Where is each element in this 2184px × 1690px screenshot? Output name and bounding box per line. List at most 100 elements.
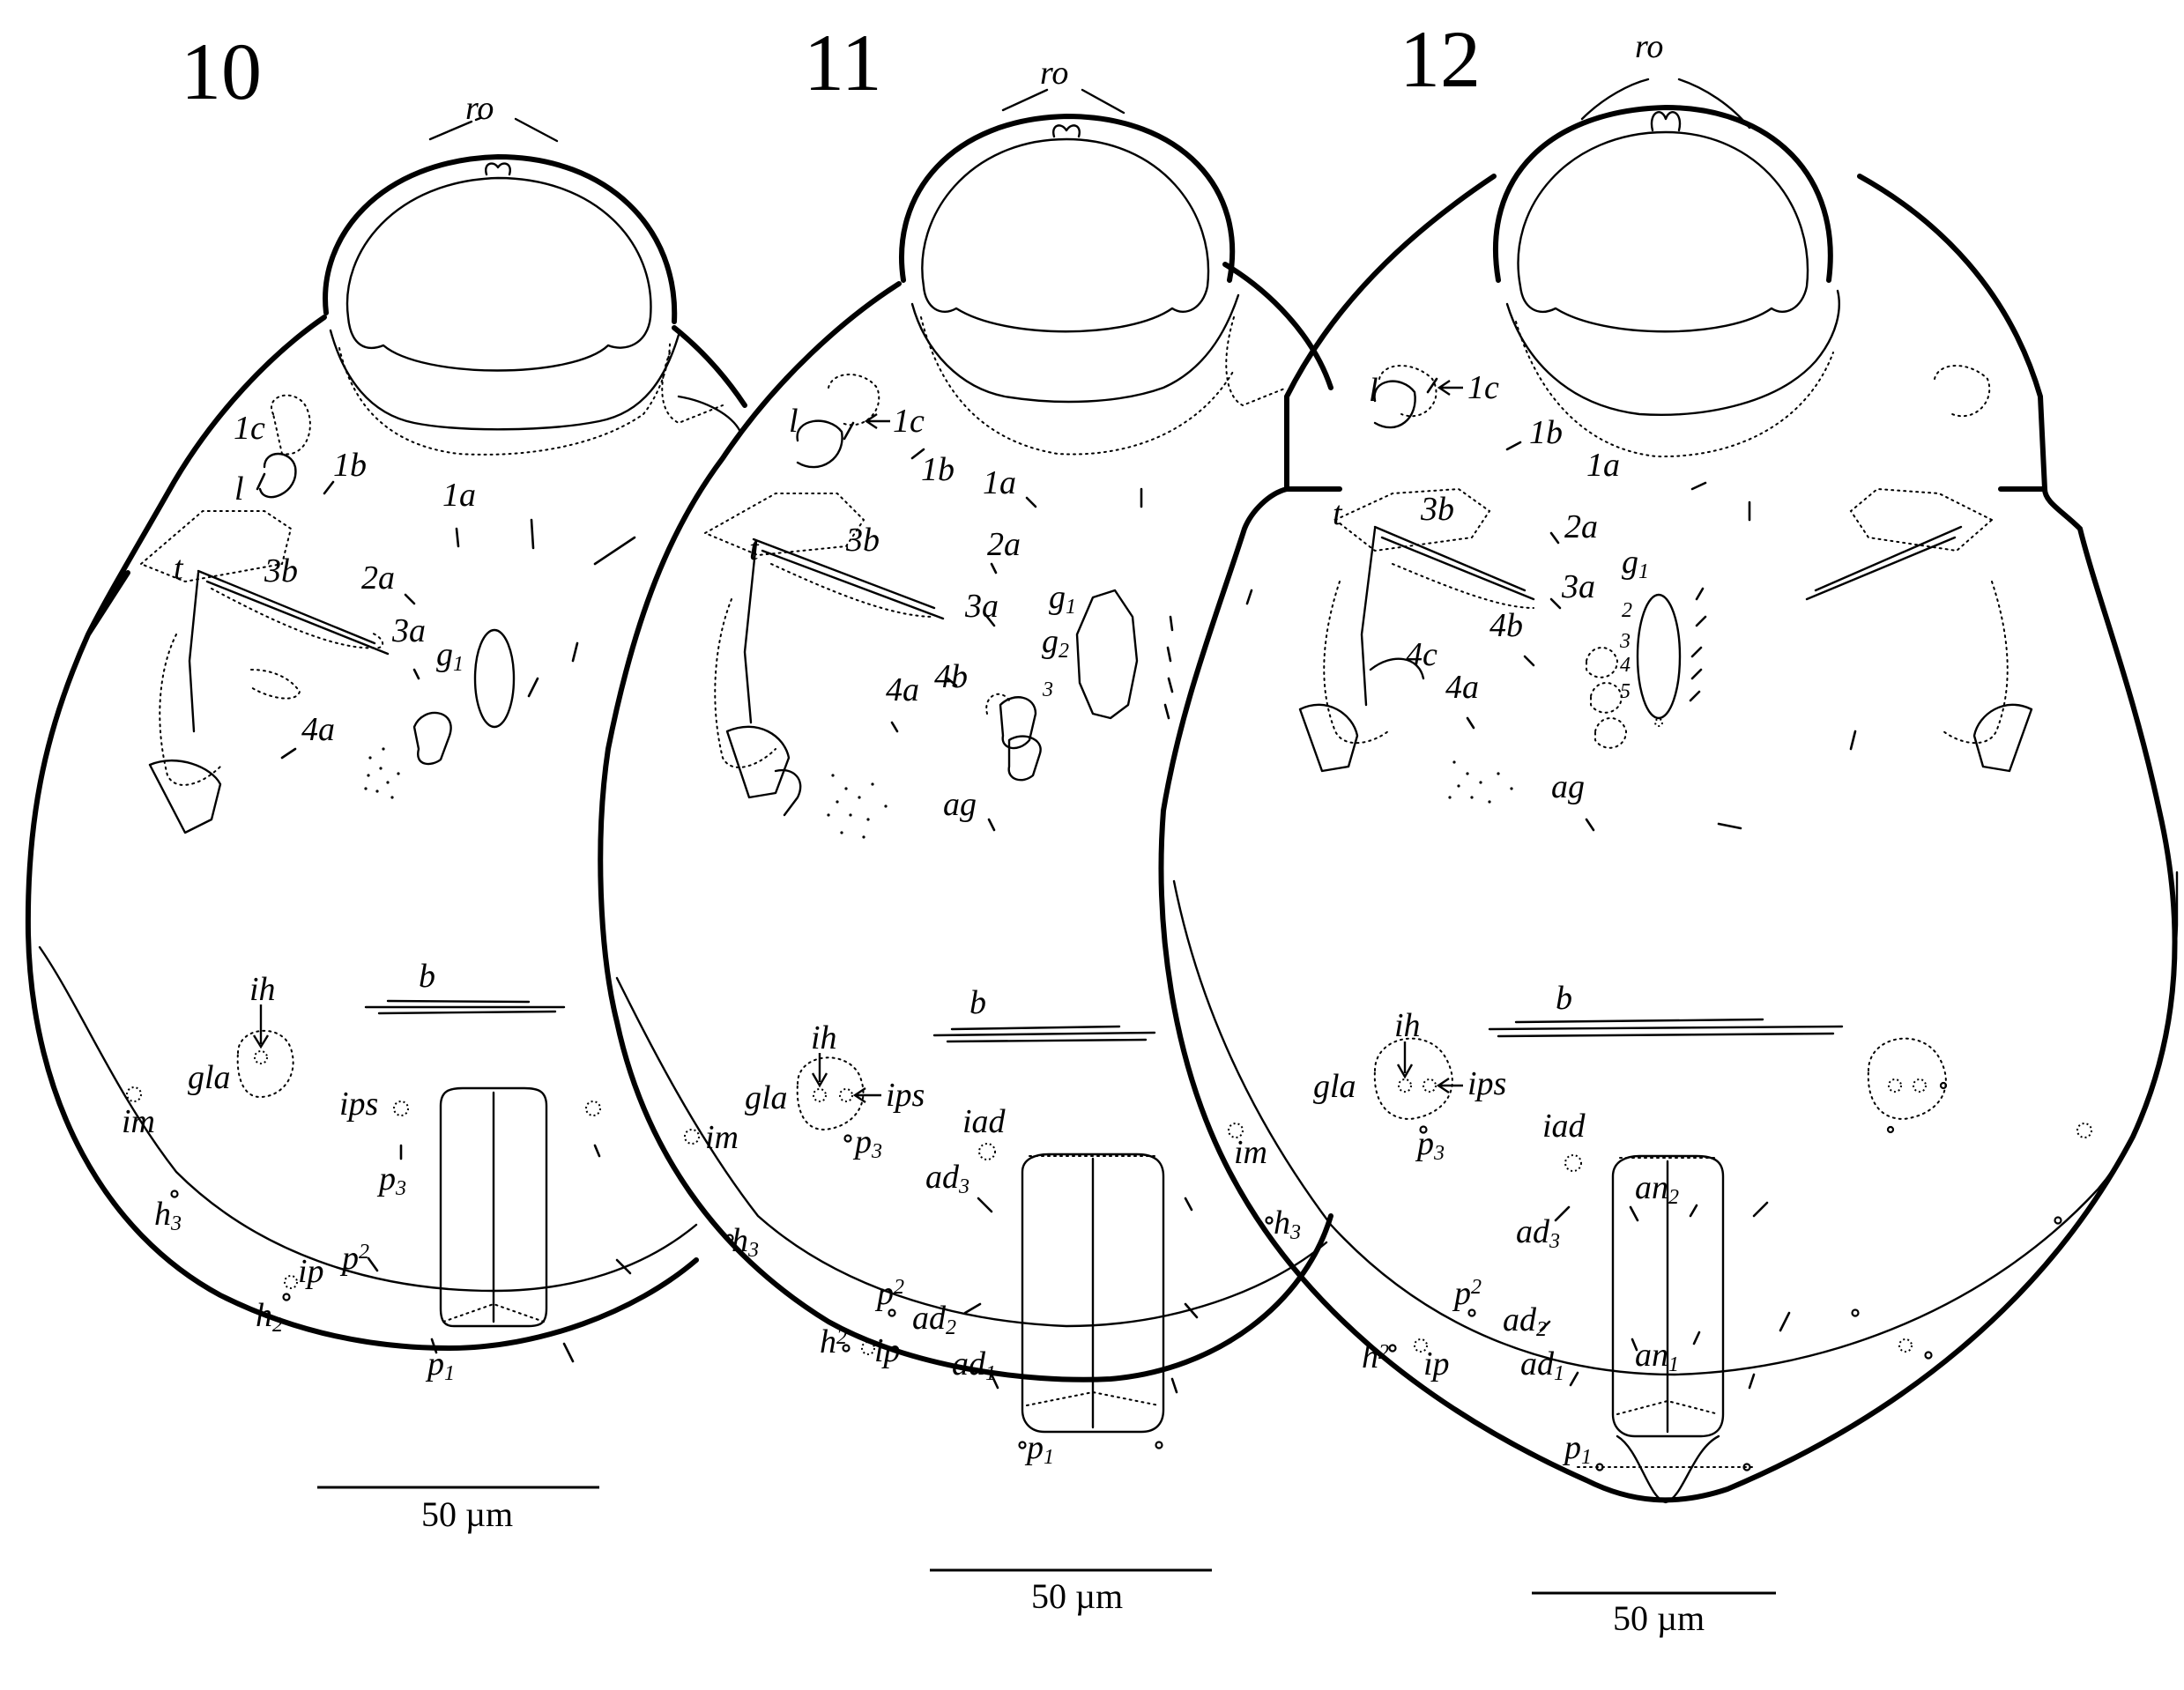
seta-1b	[1505, 441, 1522, 451]
seta-2a	[990, 562, 998, 574]
seta-3a	[1549, 597, 1562, 610]
pore-right-2	[1913, 1078, 1927, 1093]
genital-plate	[473, 628, 516, 729]
label-gla: gla	[188, 1059, 231, 1096]
seta-ad3-right	[1184, 1197, 1193, 1212]
label-p2: p2	[1452, 1275, 1482, 1312]
gnathosoma-inner	[345, 176, 652, 372]
seta-1a	[1025, 496, 1037, 508]
seta-p1-right	[562, 1342, 575, 1363]
label-h2: h2	[820, 1323, 847, 1360]
label-ip: ip	[874, 1332, 901, 1369]
gnathosoma-rim	[899, 113, 1236, 283]
pore-p1	[1018, 1441, 1027, 1449]
label-im: im	[122, 1103, 155, 1140]
label-g-number-2: 2	[1622, 599, 1632, 622]
pedotectum	[743, 540, 758, 724]
label-h3: h3	[732, 1222, 759, 1262]
preanal-dots	[827, 774, 888, 839]
arrow-ips	[852, 1087, 881, 1103]
label-ip: ip	[1423, 1345, 1450, 1382]
pore-iad	[978, 1143, 996, 1160]
seta-p2-right	[615, 1258, 632, 1275]
pore-p1-right	[1155, 1441, 1163, 1449]
rostral-seta-right	[1081, 88, 1125, 115]
label-an1: an1	[1635, 1337, 1679, 1376]
label-im: im	[705, 1119, 739, 1156]
seta-ad3	[977, 1197, 993, 1213]
epimere-III	[211, 588, 384, 649]
leg-I-insertion	[271, 394, 311, 456]
anal-plate-tips	[1616, 1399, 1720, 1415]
apodeme-right	[677, 395, 742, 434]
label-gla: gla	[745, 1079, 788, 1116]
seta-1a-right	[530, 518, 535, 550]
label-p2: p2	[874, 1275, 904, 1312]
pore-h3	[1265, 1216, 1274, 1225]
rostral-seta-left	[1001, 88, 1049, 112]
seta-4b	[1523, 655, 1535, 667]
seta-2a	[1549, 531, 1560, 545]
pore-ips	[393, 1101, 409, 1116]
label-1c: 1c	[893, 403, 925, 440]
pore-p3	[843, 1134, 852, 1143]
seta-3a-right	[1245, 589, 1253, 605]
label-p1: p1	[1562, 1429, 1592, 1469]
label-t: t	[1333, 495, 1343, 532]
label-ad2: ad2	[912, 1300, 956, 1339]
pore-ip	[284, 1275, 298, 1289]
body-outline-right	[672, 325, 747, 408]
seta-ad1	[1569, 1371, 1579, 1387]
pore-p2-right	[1851, 1308, 1860, 1317]
label-3a: 3a	[1561, 568, 1595, 605]
label-an2: an2	[1635, 1169, 1679, 1209]
pore-h3	[725, 1234, 734, 1242]
label-ips: ips	[339, 1086, 378, 1123]
label-g2: g2	[1042, 623, 1069, 663]
pore-h2	[282, 1293, 291, 1301]
apodeme-3b	[1373, 525, 1535, 601]
label-ro: ro	[1040, 55, 1068, 92]
rostral-seta-left	[428, 116, 482, 141]
epimeral-border	[920, 316, 1235, 456]
genital-papillae	[1586, 647, 1628, 749]
label-ad3: ad3	[1516, 1213, 1560, 1253]
label-p1: p1	[425, 1345, 455, 1385]
leg-III-insertion	[250, 669, 301, 700]
seta-4a-right	[1849, 730, 1857, 751]
label-ad3: ad3	[925, 1159, 969, 1198]
genital-plate	[1636, 593, 1682, 720]
seta-1b	[910, 448, 925, 460]
pore-p2	[888, 1308, 896, 1317]
anal-plate-tips	[1026, 1390, 1160, 1406]
leg-IV-insertion	[725, 725, 791, 799]
leg-I-insertion	[1378, 365, 1437, 418]
label-t: t	[174, 550, 184, 587]
label-p3: p3	[852, 1123, 882, 1163]
seta-ad2	[963, 1302, 982, 1315]
setae-an1	[1631, 1331, 1701, 1352]
genital-plate	[1075, 589, 1139, 720]
label-h3: h3	[1274, 1204, 1301, 1244]
arrow-1c	[1437, 380, 1463, 396]
seta-ad2	[1539, 1320, 1551, 1332]
infracapitulum-margin	[1505, 289, 1840, 416]
label-p2: p2	[339, 1240, 369, 1277]
epimere-IV	[159, 634, 221, 786]
pore-im	[684, 1129, 700, 1145]
rostral-tooth	[485, 162, 511, 176]
seta-ad1-right	[1748, 1373, 1756, 1390]
leg-IV-insertion-right	[1972, 703, 2033, 773]
figure-10: 10 ro	[25, 26, 747, 1534]
seta-ad3-right	[1752, 1201, 1769, 1218]
rostral-seta-right	[514, 117, 559, 143]
label-ag: ag	[943, 786, 977, 823]
label-g-number-4: 4	[1620, 654, 1631, 677]
genital-setae-right	[1163, 615, 1174, 720]
label-3b: 3b	[1420, 491, 1454, 528]
apodeme-4c	[1369, 657, 1425, 680]
label-4c: 4c	[1406, 636, 1437, 673]
line-b	[364, 999, 566, 1015]
label-iad: iad	[962, 1103, 1007, 1140]
